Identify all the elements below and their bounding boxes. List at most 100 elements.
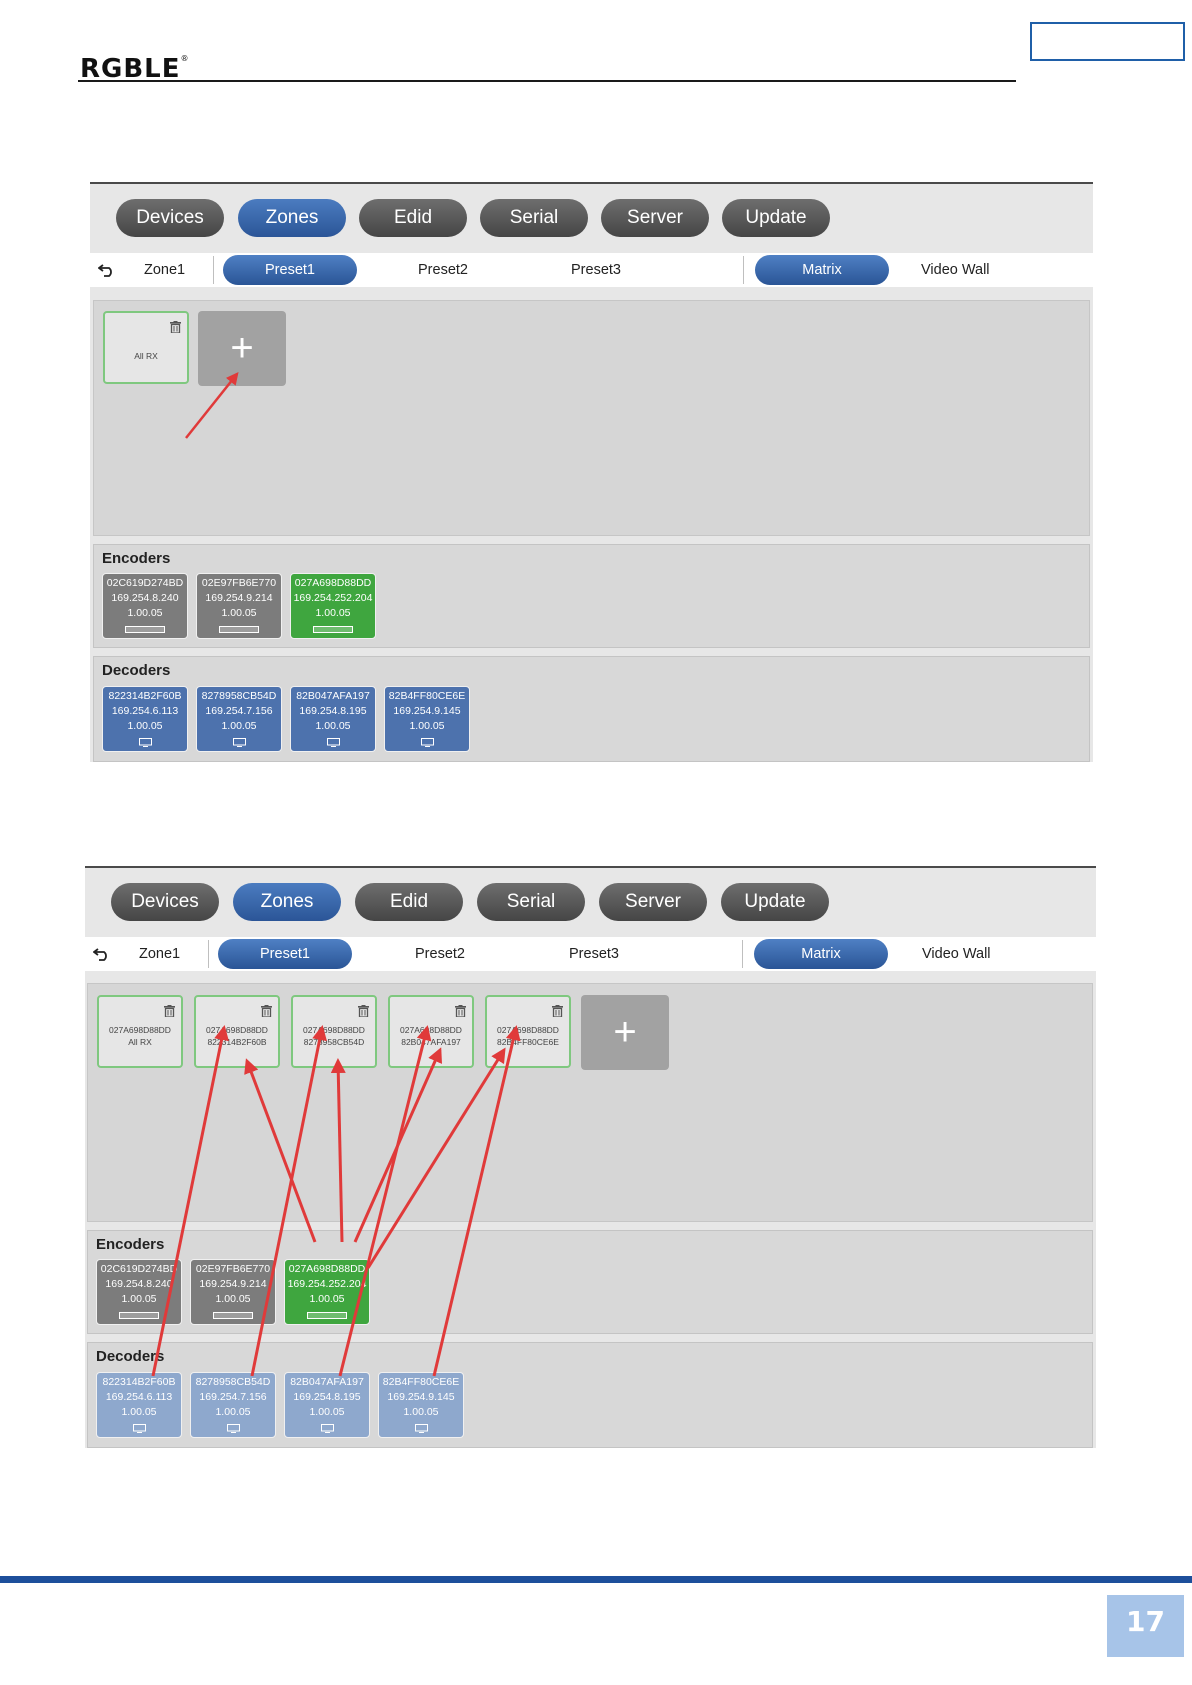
zone-tile[interactable]: 027A698D88DD 82B4FF80CE6E <box>485 995 571 1068</box>
tab-preset1[interactable]: Preset1 <box>223 255 357 285</box>
device-ip: 169.254.9.145 <box>387 1391 455 1403</box>
divider <box>742 940 743 968</box>
monitor-icon <box>327 738 340 747</box>
device-version: 1.00.05 <box>127 720 163 732</box>
encoder-box-icon <box>313 626 353 633</box>
tab-video-wall[interactable]: Video Wall <box>922 946 991 962</box>
decoder-card[interactable]: 8278958CB54D 169.254.7.156 1.00.05 <box>196 686 282 752</box>
decoder-card[interactable]: 82B4FF80CE6E 169.254.9.145 1.00.05 <box>378 1372 464 1438</box>
trash-icon[interactable] <box>358 1005 369 1017</box>
device-id: 8278958CB54D <box>195 1376 271 1388</box>
device-version: 1.00.05 <box>309 1293 345 1305</box>
add-zone-button[interactable]: + <box>581 995 669 1070</box>
decoder-card[interactable]: 82B047AFA197 169.254.8.195 1.00.05 <box>290 686 376 752</box>
device-ip: 169.254.8.240 <box>111 592 179 604</box>
device-id: 8278958CB54D <box>201 690 277 702</box>
zones-screenshot-1: Devices Zones Edid Serial Server Update … <box>90 182 1093 762</box>
decoder-card[interactable]: 8278958CB54D 169.254.7.156 1.00.05 <box>190 1372 276 1438</box>
tile-source: 027A698D88DD <box>109 1025 171 1035</box>
tab-preset3[interactable]: Preset3 <box>571 262 621 278</box>
encoder-box-icon <box>307 1312 347 1319</box>
tab-preset2[interactable]: Preset2 <box>418 262 468 278</box>
zone-name[interactable]: Zone1 <box>144 262 186 278</box>
nav-edid-button[interactable]: Edid <box>355 883 463 921</box>
trash-icon[interactable] <box>455 1005 466 1017</box>
zone-tile[interactable]: All RX <box>103 311 189 384</box>
encoders-title: Encoders <box>102 550 171 567</box>
device-id: 02C619D274BD <box>106 577 184 589</box>
encoder-card[interactable]: 02C619D274BD 169.254.8.240 1.00.05 <box>102 573 188 639</box>
device-version: 1.00.05 <box>221 607 257 619</box>
nav-serial-button[interactable]: Serial <box>477 883 585 921</box>
device-id: 822314B2F60B <box>102 1376 176 1388</box>
zone-tile[interactable]: 027A698D88DD 822314B2F60B <box>194 995 280 1068</box>
tile-target: 822314B2F60B <box>207 1037 267 1047</box>
device-version: 1.00.05 <box>221 720 257 732</box>
decoder-card[interactable]: 822314B2F60B 169.254.6.113 1.00.05 <box>96 1372 182 1438</box>
encoder-box-icon <box>213 1312 253 1319</box>
device-version: 1.00.05 <box>315 607 351 619</box>
zone-tile[interactable]: 027A698D88DD All RX <box>97 995 183 1068</box>
divider <box>213 256 214 284</box>
nav-zones-button[interactable]: Zones <box>238 199 346 237</box>
decoder-card[interactable]: 82B4FF80CE6E 169.254.9.145 1.00.05 <box>384 686 470 752</box>
nav-devices-button[interactable]: Devices <box>116 199 224 237</box>
tile-source: 027A698D88DD <box>497 1025 559 1035</box>
top-nav: Devices Zones Edid Serial Server Update <box>85 868 1096 930</box>
nav-zones-button[interactable]: Zones <box>233 883 341 921</box>
tile-label: All RX <box>134 351 158 361</box>
zone-subbar: Zone1 Preset1 Preset2 Preset3 Matrix Vid… <box>90 253 1093 287</box>
device-ip: 169.254.8.195 <box>293 1391 361 1403</box>
decoder-card[interactable]: 82B047AFA197 169.254.8.195 1.00.05 <box>284 1372 370 1438</box>
back-arrow-icon[interactable] <box>93 946 111 962</box>
monitor-icon <box>133 1424 146 1433</box>
tab-preset2[interactable]: Preset2 <box>415 946 465 962</box>
zone-drop-area[interactable]: 027A698D88DD All RX 027A698D88DD 822314B… <box>87 983 1093 1222</box>
encoder-card-selected[interactable]: 027A698D88DD 169.254.252.204 1.00.05 <box>290 573 376 639</box>
nav-server-button[interactable]: Server <box>601 199 709 237</box>
monitor-icon <box>227 1424 240 1433</box>
zone-name[interactable]: Zone1 <box>139 946 181 962</box>
nav-update-button[interactable]: Update <box>722 199 830 237</box>
footer-rule <box>0 1576 1192 1583</box>
plus-icon: + <box>230 326 254 370</box>
device-version: 1.00.05 <box>215 1293 251 1305</box>
trash-icon[interactable] <box>164 1005 175 1017</box>
device-ip: 169.254.7.156 <box>205 705 273 717</box>
tab-matrix[interactable]: Matrix <box>755 255 889 285</box>
device-ip: 169.254.6.113 <box>105 1391 173 1403</box>
zones-screenshot-2: Devices Zones Edid Serial Server Update … <box>85 866 1096 1448</box>
encoder-card[interactable]: 02E97FB6E770 169.254.9.214 1.00.05 <box>190 1259 276 1325</box>
device-version: 1.00.05 <box>215 1406 251 1418</box>
tab-preset1[interactable]: Preset1 <box>218 939 352 969</box>
encoder-card-selected[interactable]: 027A698D88DD 169.254.252.204 1.00.05 <box>284 1259 370 1325</box>
tile-source: 027A698D88DD <box>206 1025 268 1035</box>
device-id: 82B047AFA197 <box>290 1376 364 1388</box>
monitor-icon <box>321 1424 334 1433</box>
nav-edid-button[interactable]: Edid <box>359 199 467 237</box>
nav-devices-button[interactable]: Devices <box>111 883 219 921</box>
nav-update-button[interactable]: Update <box>721 883 829 921</box>
tab-preset3[interactable]: Preset3 <box>569 946 619 962</box>
encoder-card[interactable]: 02C619D274BD 169.254.8.240 1.00.05 <box>96 1259 182 1325</box>
encoders-section: Encoders 02C619D274BD 169.254.8.240 1.00… <box>87 1230 1093 1334</box>
nav-serial-button[interactable]: Serial <box>480 199 588 237</box>
zone-tile[interactable]: 027A698D88DD 82B047AFA197 <box>388 995 474 1068</box>
device-ip: 169.254.9.214 <box>199 1278 267 1290</box>
zone-tile[interactable]: 027A698D88DD 8278958CB54D <box>291 995 377 1068</box>
back-arrow-icon[interactable] <box>98 262 116 278</box>
tab-video-wall[interactable]: Video Wall <box>921 262 990 278</box>
device-id: 02E97FB6E770 <box>195 1263 271 1275</box>
zone-drop-area[interactable]: All RX + <box>93 300 1090 536</box>
trash-icon[interactable] <box>170 321 181 333</box>
trash-icon[interactable] <box>261 1005 272 1017</box>
tab-matrix[interactable]: Matrix <box>754 939 888 969</box>
nav-server-button[interactable]: Server <box>599 883 707 921</box>
encoder-card[interactable]: 02E97FB6E770 169.254.9.214 1.00.05 <box>196 573 282 639</box>
device-version: 1.00.05 <box>409 720 445 732</box>
add-zone-button[interactable]: + <box>198 311 286 386</box>
tile-target: 82B047AFA197 <box>401 1037 461 1047</box>
trash-icon[interactable] <box>552 1005 563 1017</box>
decoder-card[interactable]: 822314B2F60B 169.254.6.113 1.00.05 <box>102 686 188 752</box>
tile-target: All RX <box>128 1037 152 1047</box>
